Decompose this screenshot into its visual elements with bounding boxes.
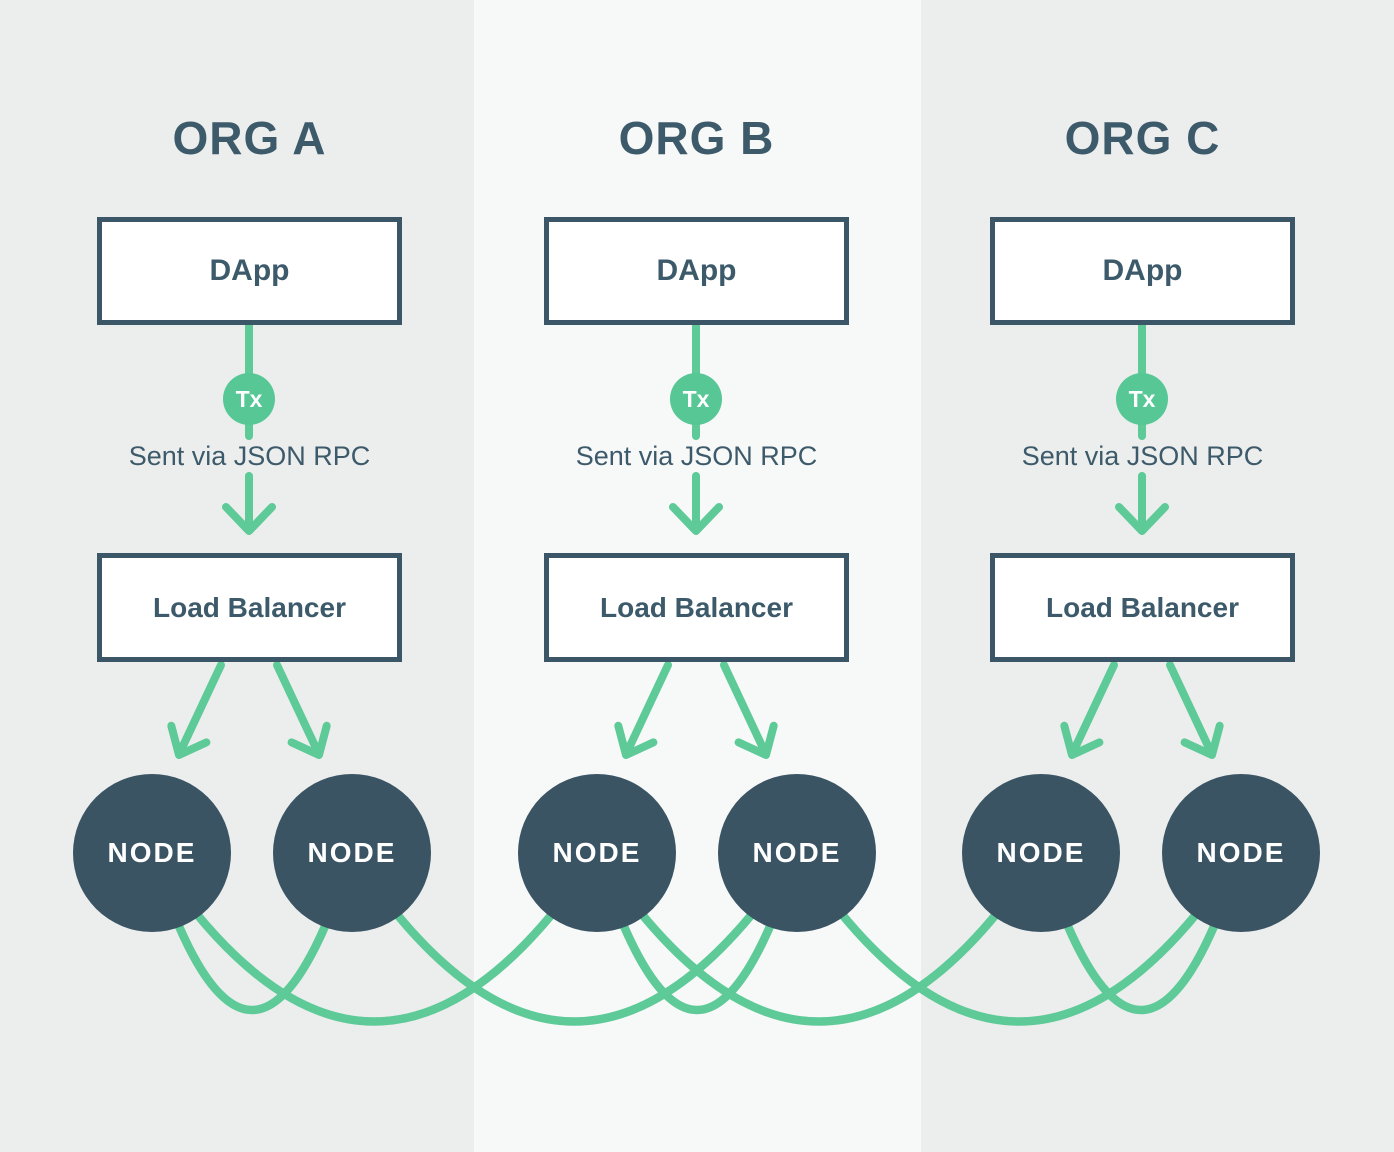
lb-to-node-left-arrow-shaft xyxy=(1071,661,1118,752)
json-rpc-arrowhead-icon xyxy=(222,503,276,535)
mesh-arc-b2-c2 xyxy=(792,848,1246,1026)
lb-to-node-left-arrowhead-icon xyxy=(167,721,211,759)
lb-to-node-right-arrowhead-icon xyxy=(734,721,778,759)
mesh-arc-b1-c1 xyxy=(592,848,1046,1026)
mesh-arc-a2-b2 xyxy=(347,848,802,1026)
org-b-connectors xyxy=(614,314,778,759)
lb-to-node-left-arrow-shaft xyxy=(625,661,672,752)
lb-to-node-right-arrow-shaft xyxy=(720,661,767,752)
org-a-connectors xyxy=(167,314,331,759)
json-rpc-arrowhead-icon xyxy=(1115,503,1169,535)
mesh-arc-c1-c2 xyxy=(1036,848,1246,1014)
mesh-arc-a1-b1 xyxy=(147,848,602,1026)
mesh-arc-a1-a2 xyxy=(147,848,357,1014)
lb-to-node-left-arrowhead-icon xyxy=(614,721,658,759)
lb-to-node-left-arrow-shaft xyxy=(178,661,225,752)
mesh-arc-b1-b2 xyxy=(592,848,802,1014)
lb-to-node-right-arrowhead-icon xyxy=(287,721,331,759)
lb-to-node-left-arrowhead-icon xyxy=(1060,721,1104,759)
org-c-connectors xyxy=(1060,314,1224,759)
lb-to-node-right-arrowhead-icon xyxy=(1180,721,1224,759)
node-mesh-arcs xyxy=(147,848,1246,1026)
lb-to-node-right-arrow-shaft xyxy=(273,661,320,752)
lb-to-node-right-arrow-shaft xyxy=(1166,661,1213,752)
json-rpc-arrowhead-icon xyxy=(669,503,723,535)
